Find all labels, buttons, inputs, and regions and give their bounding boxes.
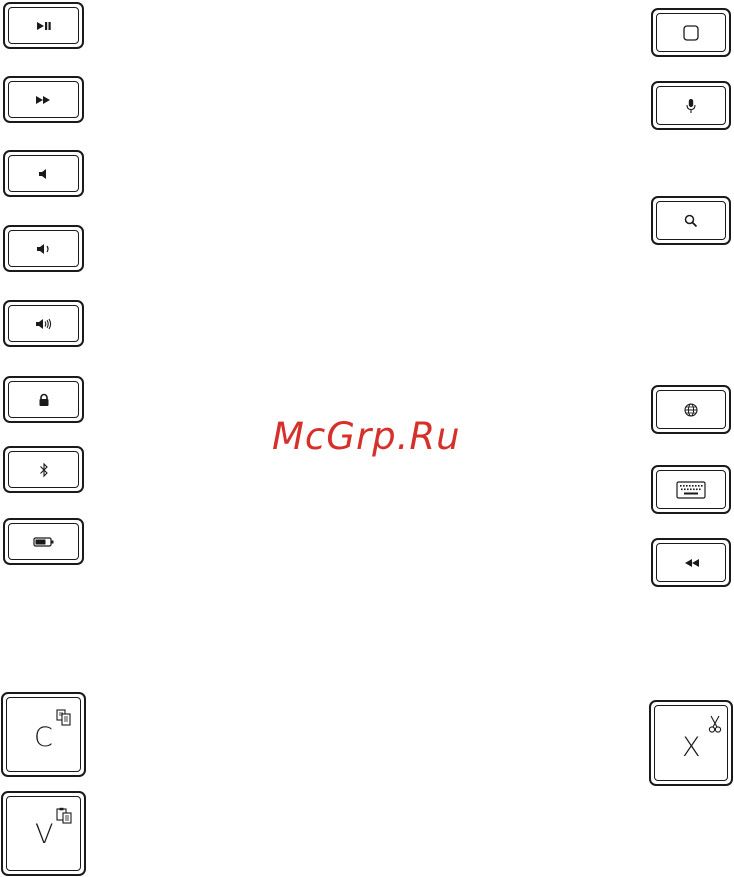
- keyboard-key[interactable]: [651, 465, 731, 514]
- copy-icon: [55, 709, 75, 727]
- volume-mute-key[interactable]: [3, 150, 84, 197]
- rewind-key[interactable]: [651, 538, 731, 587]
- volume-down-key[interactable]: [3, 225, 84, 272]
- scissors-icon: [707, 715, 723, 735]
- globe-icon: [683, 402, 699, 418]
- lock-key[interactable]: [3, 376, 84, 423]
- volume-up-key[interactable]: [3, 300, 84, 347]
- microphone-icon: [684, 98, 698, 114]
- volume-down-icon: [35, 243, 53, 255]
- rewind-icon: [681, 557, 701, 569]
- cut-key[interactable]: X: [649, 700, 733, 786]
- fast-forward-key[interactable]: [3, 76, 84, 123]
- watermark-text: McGrp.Ru: [272, 418, 461, 455]
- paste-icon: [55, 807, 75, 825]
- paste-key[interactable]: V: [1, 791, 86, 876]
- home-key[interactable]: [651, 8, 731, 57]
- lock-icon: [37, 393, 51, 407]
- battery-icon: [32, 536, 56, 548]
- paste-key-letter: V: [35, 821, 53, 848]
- copy-key-letter: C: [34, 724, 53, 751]
- search-icon: [683, 213, 699, 229]
- microphone-key[interactable]: [651, 81, 731, 130]
- volume-up-icon: [34, 318, 54, 330]
- home-square-icon: [682, 24, 700, 42]
- globe-key[interactable]: [651, 385, 731, 434]
- search-key[interactable]: [651, 196, 731, 245]
- volume-mute-icon: [36, 168, 52, 180]
- fast-forward-icon: [34, 94, 54, 106]
- copy-key[interactable]: C: [1, 692, 86, 777]
- battery-key[interactable]: [3, 518, 84, 565]
- cut-key-letter: X: [682, 734, 701, 761]
- bluetooth-key[interactable]: [3, 446, 84, 493]
- keyboard-icon: [676, 481, 706, 499]
- play-pause-key[interactable]: [3, 2, 84, 49]
- bluetooth-icon: [38, 462, 50, 478]
- play-pause-icon: [34, 20, 54, 32]
